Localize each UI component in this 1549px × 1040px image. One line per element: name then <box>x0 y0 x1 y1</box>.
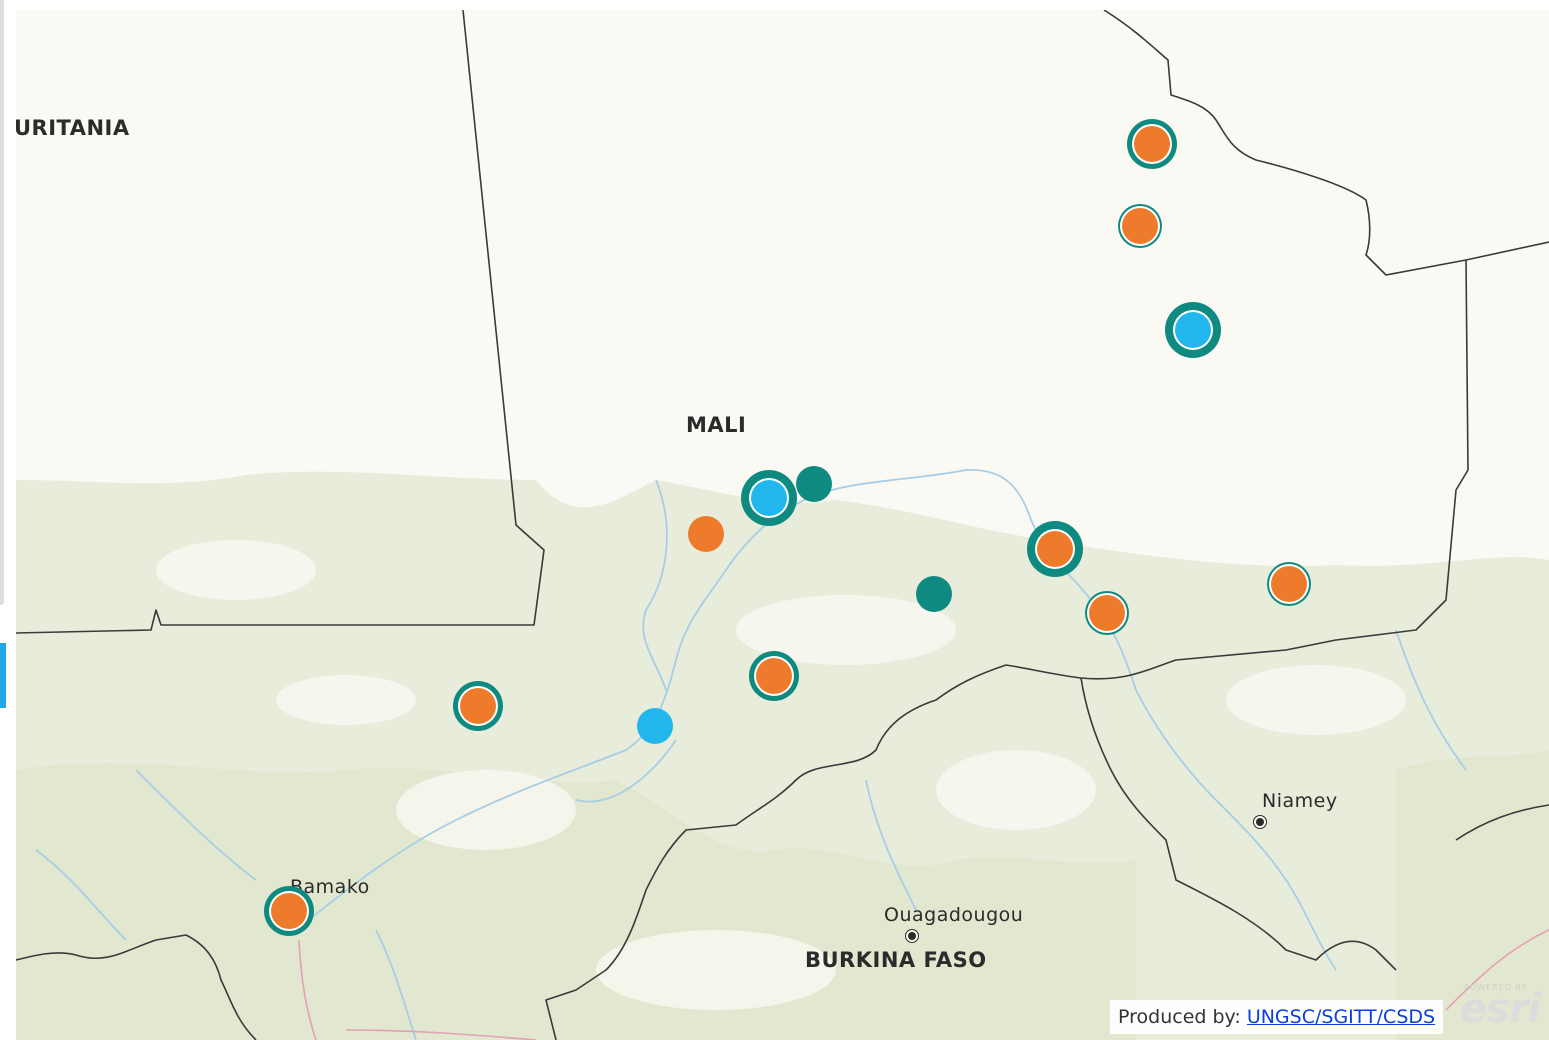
map-marker-segou-west[interactable] <box>453 681 503 731</box>
roads <box>298 929 1549 1040</box>
country-label-mali: MALI <box>686 413 747 437</box>
map-marker-core <box>271 893 307 929</box>
map-marker-core <box>751 480 787 516</box>
rivers <box>35 469 1467 1040</box>
vegetation-dense <box>16 750 1549 1040</box>
esri-wordmark: esri <box>1460 986 1541 1032</box>
country-borders <box>16 10 1549 1040</box>
powered-by-text: POWERED BY <box>1464 983 1528 992</box>
map-marker-gap <box>1035 529 1075 569</box>
map-marker-gap <box>754 656 794 696</box>
map-marker-mopti[interactable] <box>749 651 799 701</box>
map-marker-gao[interactable] <box>1027 521 1083 577</box>
map-marker-core <box>1122 208 1158 244</box>
map-marker-core <box>1089 595 1125 631</box>
map-marker-gap <box>1087 593 1127 633</box>
map-marker-gossi[interactable] <box>916 576 952 612</box>
map-marker-core <box>1037 531 1073 567</box>
country-label-burkina-faso: BURKINA FASO <box>805 948 987 972</box>
map-marker-core <box>1271 566 1307 602</box>
map-marker-timbuktu[interactable] <box>741 470 797 526</box>
map-marker-goundam[interactable] <box>688 516 724 552</box>
city-dot-ouagadougou <box>906 930 918 942</box>
basemap <box>16 10 1549 1040</box>
map-marker-menaka[interactable] <box>1267 562 1311 606</box>
map-marker-gap <box>269 891 309 931</box>
map-marker-kidal-east[interactable] <box>1165 302 1221 358</box>
map-marker-ansongo[interactable] <box>1085 591 1129 635</box>
map-marker-core <box>1175 312 1211 348</box>
city-dot-niamey <box>1254 816 1266 828</box>
city-label-bamako: Bamako <box>290 876 370 898</box>
city-label-ouagadougou: Ouagadougou <box>884 904 1024 926</box>
map-marker-kidal-north[interactable] <box>1127 119 1177 169</box>
map-marker-core <box>1134 126 1170 162</box>
attribution-link[interactable]: UNGSC/SGITT/CSDS <box>1246 1006 1436 1028</box>
map-marker-core <box>460 688 496 724</box>
map-marker-gap <box>1173 310 1213 350</box>
map-marker-timbuktu-east[interactable] <box>796 466 832 502</box>
map-marker-core <box>756 658 792 694</box>
side-panel-toggle[interactable] <box>0 643 6 708</box>
map-marker-gap <box>458 686 498 726</box>
map-viewport[interactable]: URITANIA MALI BURKINA FASO Bamako Niamey… <box>16 10 1549 1040</box>
left-gutter <box>0 0 16 1040</box>
esri-logo[interactable]: POWERED BY esri <box>1458 982 1549 1034</box>
map-marker-djenne[interactable] <box>637 708 673 744</box>
country-label-mauritania: URITANIA <box>16 116 130 140</box>
map-marker-gap <box>1269 564 1309 604</box>
map-marker-bamako[interactable] <box>264 886 314 936</box>
map-marker-gap <box>1132 124 1172 164</box>
map-marker-gap <box>1120 206 1160 246</box>
map-marker-gap <box>749 478 789 518</box>
attribution-prefix: Produced by: <box>1118 1006 1241 1028</box>
city-label-niamey: Niamey <box>1262 790 1338 812</box>
vegetation-light-patches <box>156 540 1406 1010</box>
attribution: Produced by: UNGSC/SGITT/CSDS <box>1110 1000 1444 1034</box>
map-marker-kidal-south[interactable] <box>1118 204 1162 248</box>
side-panel-edge <box>0 0 4 605</box>
